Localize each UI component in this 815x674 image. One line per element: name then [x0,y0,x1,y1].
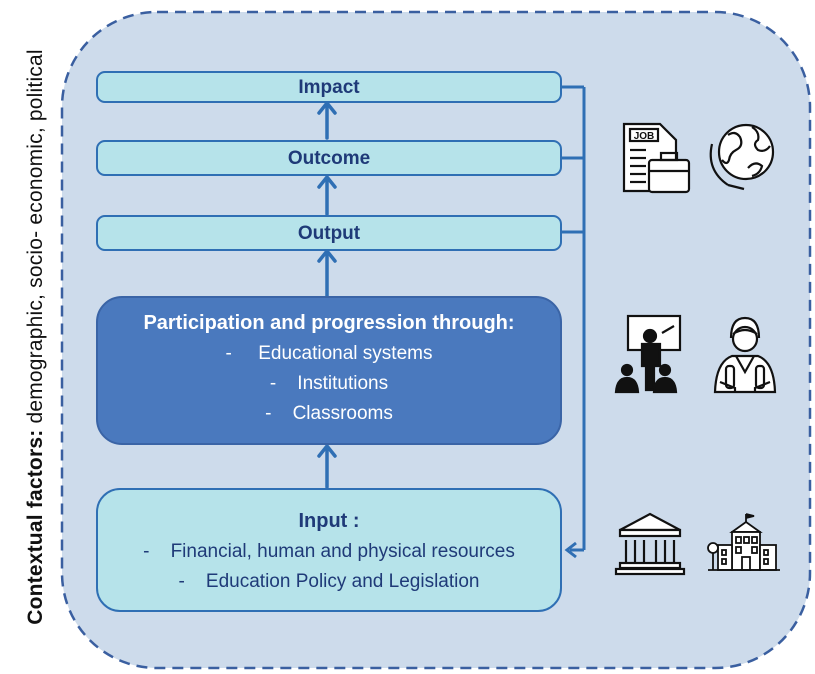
input-item: - Education Policy and Legislation [178,571,480,592]
museum-icon [614,512,686,576]
arrowhead-process-to-output [317,248,337,263]
output-label: Output [297,223,361,244]
outcome-box: Outcome [96,140,562,176]
contextual-factors-label-rest: demographic, socio- economic, political [24,49,47,430]
globe-icon [709,123,775,191]
school-building-icon [707,513,780,571]
output-box: Output [96,215,562,251]
arrowhead-input-to-process [317,443,337,458]
feedback-connector [562,85,586,559]
student-icon [713,316,777,394]
job-card-text: JOB [634,131,655,142]
participation-item: - Classrooms [265,403,393,424]
input-heading: Input : [298,510,360,532]
contextual-factors-label-bold: Contextual factors: [24,429,47,625]
flow-arrows [317,100,337,489]
teacher-board-icon [614,314,682,394]
impact-label: Impact [298,77,360,98]
participation-item: - Educational systems [225,343,433,364]
impact-box: Impact [96,71,562,103]
arrowhead-output-to-outcome [317,174,337,189]
input-item: - Financial, human and physical resource… [143,541,515,562]
input-box: Input : - Financial, human and physical … [96,488,562,612]
outcome-label: Outcome [287,148,371,169]
participation-item: - Institutions [269,373,389,394]
contextual-factors-label: Contextual factors: demographic, socio- … [24,49,48,625]
arrowhead-outcome-to-impact [317,100,337,115]
participation-box: Participation and progression through: -… [96,296,562,445]
job-briefcase-icon: JOB [622,122,691,194]
participation-heading: Participation and progression through: [143,312,515,334]
